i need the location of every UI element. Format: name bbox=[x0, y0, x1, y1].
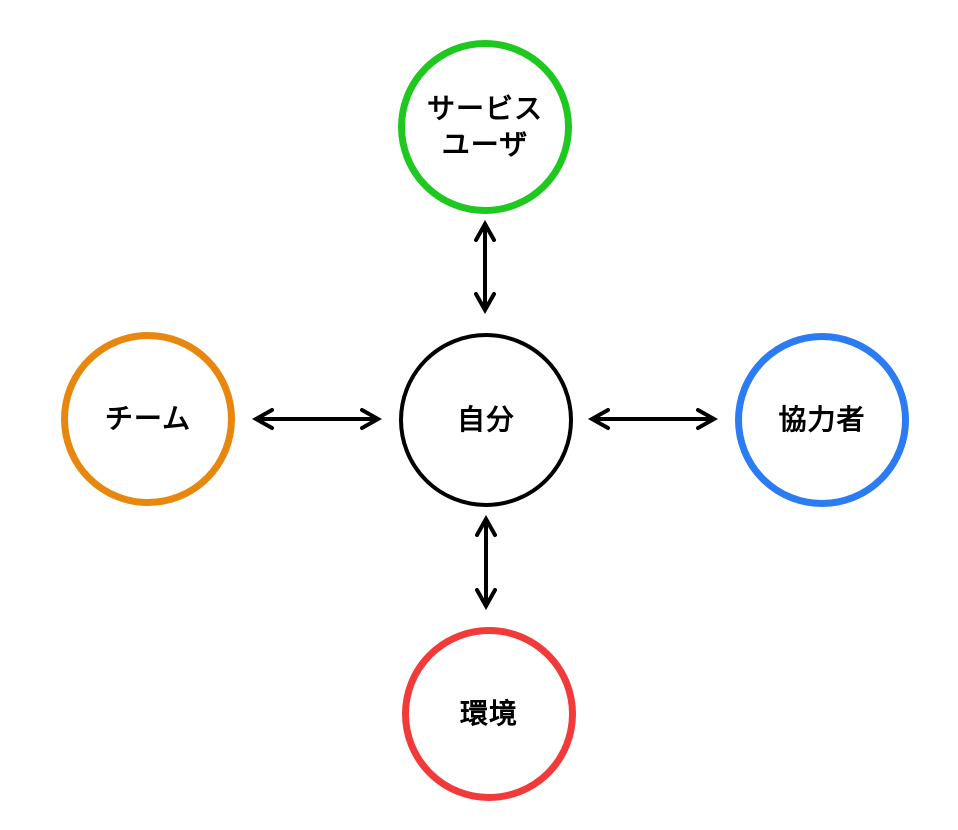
node-service-user-label: サービス ユーザ bbox=[426, 92, 543, 160]
node-environment: 環境 bbox=[402, 627, 576, 801]
node-collaborator: 協力者 bbox=[735, 333, 909, 507]
node-service-user: サービス ユーザ bbox=[398, 40, 572, 214]
node-team-label: チーム bbox=[104, 402, 192, 434]
node-collaborator-label: 協力者 bbox=[778, 403, 866, 435]
node-self: 自分 bbox=[399, 333, 573, 507]
node-self-label: 自分 bbox=[456, 403, 515, 435]
node-team: チーム bbox=[61, 332, 235, 506]
node-environment-label: 環境 bbox=[459, 697, 518, 729]
